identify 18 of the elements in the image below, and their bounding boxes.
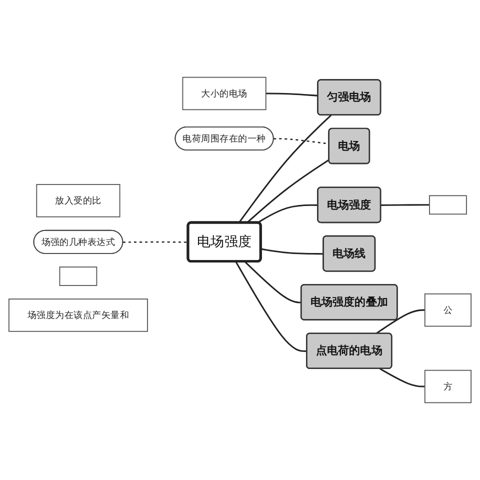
connector	[260, 248, 324, 255]
connector	[380, 204, 430, 206]
connector	[122, 241, 188, 243]
connector	[380, 368, 425, 388]
node-box: 大小的电场	[182, 76, 266, 110]
connector	[244, 261, 302, 304]
connector	[376, 309, 425, 334]
node-box: 放入受的比	[36, 184, 120, 218]
node-box: 方	[424, 370, 472, 404]
node-box: 场强度为在该点产矢量和	[8, 298, 148, 332]
node-box	[59, 266, 98, 286]
node-box	[429, 195, 467, 215]
connector	[235, 261, 307, 352]
node-box: 公	[424, 293, 472, 327]
connector	[266, 92, 318, 96]
connector	[246, 159, 330, 224]
connector	[257, 204, 318, 224]
connector	[238, 114, 332, 224]
